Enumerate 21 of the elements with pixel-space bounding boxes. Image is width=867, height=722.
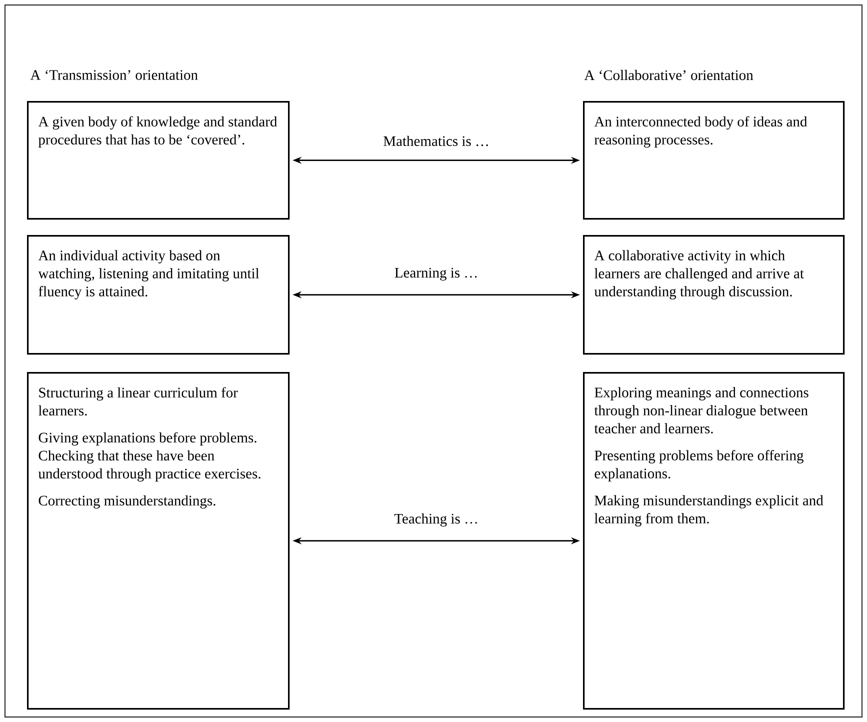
- edge-label: Mathematics is …: [382, 134, 490, 148]
- text-box: [27, 235, 290, 355]
- column-heading: A ‘Collaborative’ orientation: [584, 70, 754, 80]
- text-box: [27, 101, 290, 220]
- text-box: [583, 235, 845, 355]
- edge-label: Teaching is …: [393, 512, 480, 528]
- node-label: An interconnected body of ideas and reasoning processes.: [594, 116, 808, 148]
- text-box: [583, 101, 845, 220]
- text-box: [27, 372, 290, 710]
- node-label: Structuring a linear curriculum for learners.: [38, 387, 238, 416]
- node-label: Correcting misunderstandings.: [38, 495, 216, 509]
- node-label: An individual activity based on watching, listening and imitating until fluency is attained.: [38, 250, 260, 300]
- text-box: [583, 372, 845, 710]
- node-label: Presenting problems before offering explanations.: [594, 450, 804, 482]
- edge-label: Learning is …: [393, 266, 480, 282]
- column-heading: A ‘Transmission’ orientation: [30, 70, 198, 80]
- node-label: A collaborative activity in which learners are challenged and arrive at understanding through discussion.: [594, 250, 804, 300]
- node-label: Giving explanations before problems. Checking that these have been understood through practice exercises.: [38, 432, 260, 482]
- node-label: Making misunderstandings explicit and learning from them.: [594, 495, 824, 526]
- node-label: Exploring meanings and connections through non-linear dialogue between teacher and learners.: [594, 387, 808, 434]
- node-label: A given body of knowledge and standard procedures that has to be ‘covered’.: [38, 116, 278, 148]
